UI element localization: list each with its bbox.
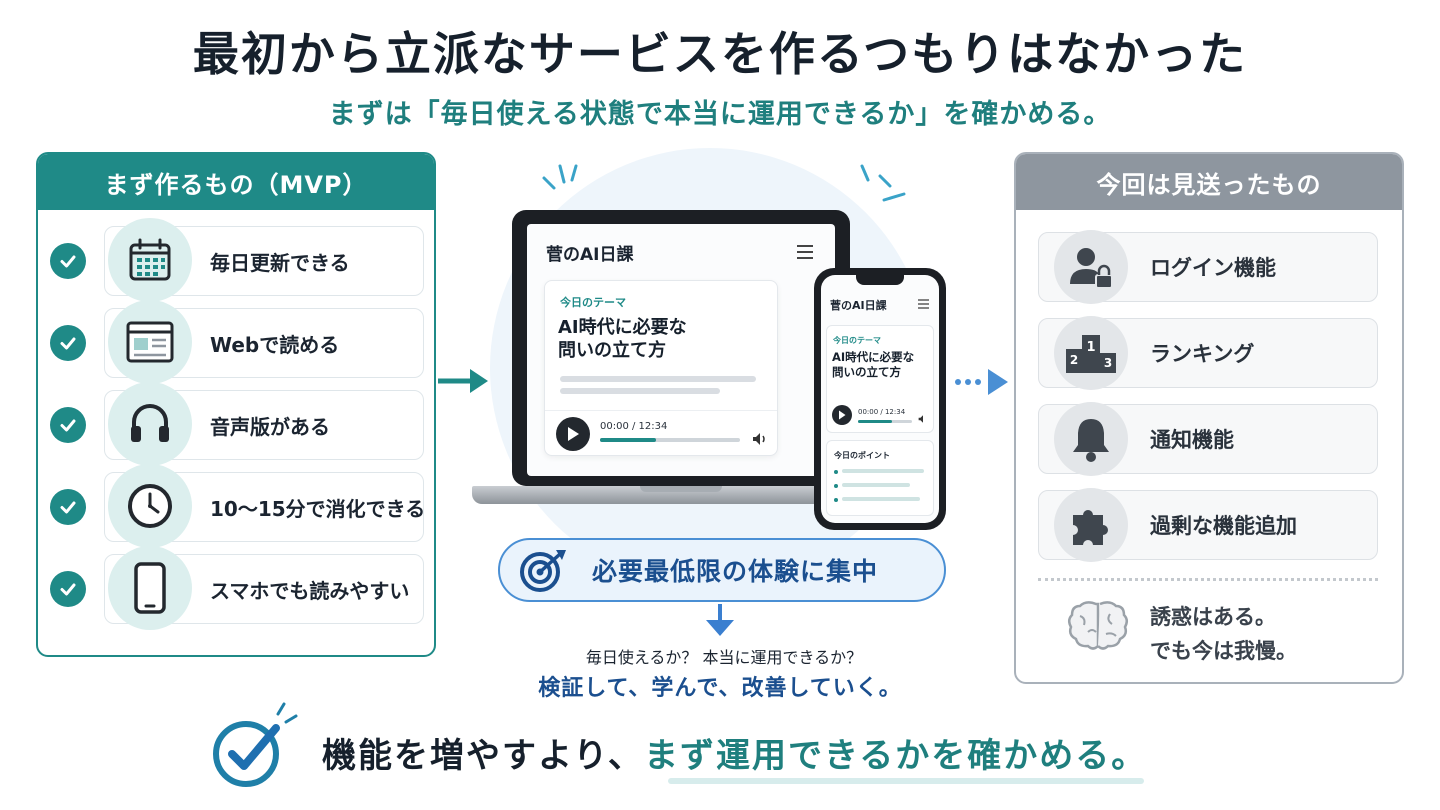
sparkle-icon	[860, 164, 906, 202]
mvp-item-label: 音声版がある	[210, 414, 330, 439]
mvp-panel-title: まず作るもの（MVP）	[38, 154, 434, 210]
calendar-icon	[108, 218, 192, 302]
dotted-divider	[1038, 578, 1378, 581]
audio-time: 00:00 / 12:34	[858, 408, 906, 416]
verify-statement: 検証して、学んで、改善していく。	[538, 676, 902, 701]
check-icon	[50, 571, 86, 607]
target-icon	[520, 550, 566, 592]
mvp-item-label: 毎日更新できる	[210, 250, 350, 275]
mvp-panel: まず作るもの（MVP） 毎日更新でき	[36, 152, 436, 657]
bell-icon	[1054, 402, 1128, 476]
volume-icon[interactable]	[918, 414, 928, 424]
play-button[interactable]	[832, 405, 852, 425]
skipped-item-label: ランキング	[1150, 342, 1255, 366]
audio-progress-fill	[858, 420, 892, 423]
clock-icon	[108, 464, 192, 548]
mvp-item-label: Webで読める	[210, 332, 340, 357]
svg-text:3: 3	[1104, 356, 1112, 370]
phone-theme-label: 今日のテーマ	[833, 336, 881, 345]
audio-progress-track[interactable]	[600, 438, 740, 442]
page-title: 最初から立派なサービスを作るつもりはなかった	[192, 27, 1248, 81]
text-placeholder-line	[842, 469, 924, 473]
focus-label: 必要最低限の体験に集中	[592, 557, 879, 586]
focus-badge	[498, 538, 946, 602]
text-placeholder-line	[560, 376, 756, 382]
check-icon	[50, 243, 86, 279]
list-item: 音声版がある	[46, 382, 426, 466]
list-item: 10～15分で消化できる	[46, 464, 426, 548]
podium-icon: 1 2 3	[1054, 316, 1128, 390]
laptop-base	[472, 486, 890, 504]
headphones-icon	[108, 382, 192, 466]
skipped-item-label: 過剰な機能追加	[1150, 514, 1297, 538]
sparkle-icon	[542, 164, 578, 190]
svg-text:2: 2	[1070, 353, 1078, 367]
phone-headline: AI時代に必要な 問いの立て方	[832, 350, 915, 379]
bottom-message: 機能を増やすより、まず運用できるかを確かめる。	[322, 736, 1148, 776]
laptop-app-title: 菅のAI日課	[546, 245, 634, 265]
list-item: Webで読める	[46, 300, 426, 384]
verify-question: 毎日使えるか？ 本当に運用できるか？	[585, 648, 863, 667]
laptop-headline: AI時代に必要な 問いの立て方	[558, 317, 687, 361]
check-icon	[50, 489, 86, 525]
mvp-item-label: スマホでも読みやすい	[210, 578, 410, 603]
skipped-panel: 今回は見送ったもの ログイン機能 1 2 3 ランキング 通知機能	[1014, 152, 1404, 684]
list-item: スマホでも読みやすい	[46, 546, 426, 630]
arrow-right-icon	[438, 369, 488, 393]
smartphone-icon	[108, 546, 192, 630]
laptop-theme-label: 今日のテーマ	[560, 296, 626, 309]
text-placeholder-line	[842, 497, 920, 501]
mvp-item-label: 10～15分で消化できる	[210, 496, 426, 521]
skipped-panel-title: 今回は見送ったもの	[1016, 154, 1402, 210]
text-placeholder-line	[560, 388, 720, 394]
check-icon	[50, 325, 86, 361]
puzzle-icon	[1054, 488, 1128, 562]
check-icon	[50, 407, 86, 443]
menu-icon[interactable]	[918, 299, 929, 309]
phone-app-title: 菅のAI日課	[830, 299, 887, 312]
svg-text:1: 1	[1086, 340, 1095, 355]
text-placeholder-line	[842, 483, 910, 487]
audio-time: 00:00 / 12:34	[600, 421, 668, 432]
dotted-arrow-right-icon	[955, 369, 1008, 395]
page-subtitle: まずは「毎日使える状態で本当に運用できるか」を確かめる。	[328, 99, 1112, 130]
audio-player	[545, 410, 777, 455]
list-item: 毎日更新できる	[46, 218, 426, 302]
menu-icon[interactable]	[796, 244, 814, 260]
points-label: 今日のポイント	[834, 451, 890, 460]
skipped-item-label: ログイン機能	[1150, 256, 1276, 280]
arrow-down-icon	[706, 604, 734, 636]
phone-points-card	[826, 440, 934, 516]
volume-icon[interactable]	[752, 432, 768, 446]
browser-window-icon	[108, 300, 192, 384]
temptation-note: 誘惑はある。 でも今は我慢。	[1150, 605, 1297, 663]
user-lock-icon	[1054, 230, 1128, 304]
play-button[interactable]	[556, 417, 590, 451]
audio-progress-fill	[600, 438, 656, 442]
skipped-item-label: 通知機能	[1150, 428, 1234, 452]
brain-icon	[1068, 601, 1128, 650]
checkmark-circle-icon	[213, 702, 298, 787]
highlight-underline	[668, 778, 1144, 784]
